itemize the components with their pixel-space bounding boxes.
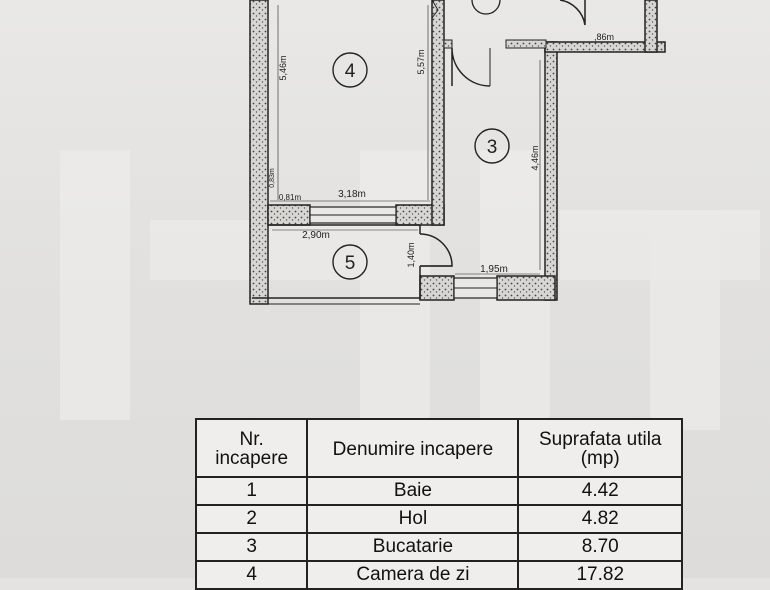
- door-room5: [419, 233, 453, 267]
- wall-top-right-stub: [644, 0, 658, 53]
- header-usable-area: Suprafata utila (mp): [517, 418, 683, 478]
- wall-top-mid: [443, 39, 453, 49]
- floor-plan: 4 3 5 5,46m 5,57m 3,18m 0,81m 0,83m 4,46…: [249, 0, 666, 305]
- table-row: 4 Camera de zi 17.82: [194, 560, 683, 590]
- dim-room4-width: 3,18m: [338, 189, 366, 200]
- header-room-number: Nr. incapere: [194, 418, 309, 478]
- table-row: 3 Bucatarie 8.70: [194, 532, 683, 562]
- cell-nr: 4: [194, 560, 309, 590]
- wall-room4-room3: [431, 0, 445, 226]
- dim-top-right: ,86m: [594, 32, 614, 42]
- dim-small-vertical: 0,83m: [269, 168, 276, 188]
- cell-name: Hol: [306, 504, 520, 534]
- cell-nr: 3: [194, 532, 309, 562]
- dim-room3-height: 4,46m: [530, 145, 540, 170]
- dim-room4-right: 5,57m: [416, 49, 426, 74]
- room-number-4: 4: [345, 61, 356, 82]
- room-number-3: 3: [487, 137, 498, 158]
- cell-area: 17.82: [517, 560, 683, 590]
- header-room-name: Denumire incapere: [306, 418, 520, 478]
- door-top: [559, 0, 586, 26]
- cell-area: 8.70: [517, 532, 683, 562]
- cell-nr: 1: [194, 476, 309, 506]
- cell-name: Bucatarie: [306, 532, 520, 562]
- wall-room3-right: [544, 41, 558, 301]
- cell-area: 4.42: [517, 476, 683, 506]
- wall-top-mid2: [505, 39, 547, 49]
- room-area-table: Nr. incapere Denumire incapere Suprafata…: [194, 418, 683, 590]
- dim-small-offset: 0,81m: [279, 193, 302, 202]
- table-row: 2 Hol 4.82: [194, 504, 683, 534]
- dim-room5-height: 1,40m: [406, 242, 416, 267]
- cell-name: Camera de zi: [306, 560, 520, 590]
- dim-room5-width: 2,90m: [302, 230, 330, 241]
- wall-bottom-room3: [419, 275, 455, 301]
- table-row: 1 Baie 4.42: [194, 476, 683, 506]
- cell-area: 4.82: [517, 504, 683, 534]
- room-number-5: 5: [345, 253, 356, 274]
- table-header-row: Nr. incapere Denumire incapere Suprafata…: [194, 418, 683, 478]
- cell-nr: 2: [194, 504, 309, 534]
- wall-left: [249, 0, 269, 305]
- wall-bottom-room3-right: [496, 275, 556, 301]
- cell-name: Baie: [306, 476, 520, 506]
- dim-room3-width: 1,95m: [480, 264, 508, 275]
- room2-circle: [471, 0, 501, 15]
- wall-room4-bottom: [267, 204, 311, 226]
- dim-room4-height: 5,46m: [278, 55, 288, 80]
- door-room3: [451, 47, 491, 87]
